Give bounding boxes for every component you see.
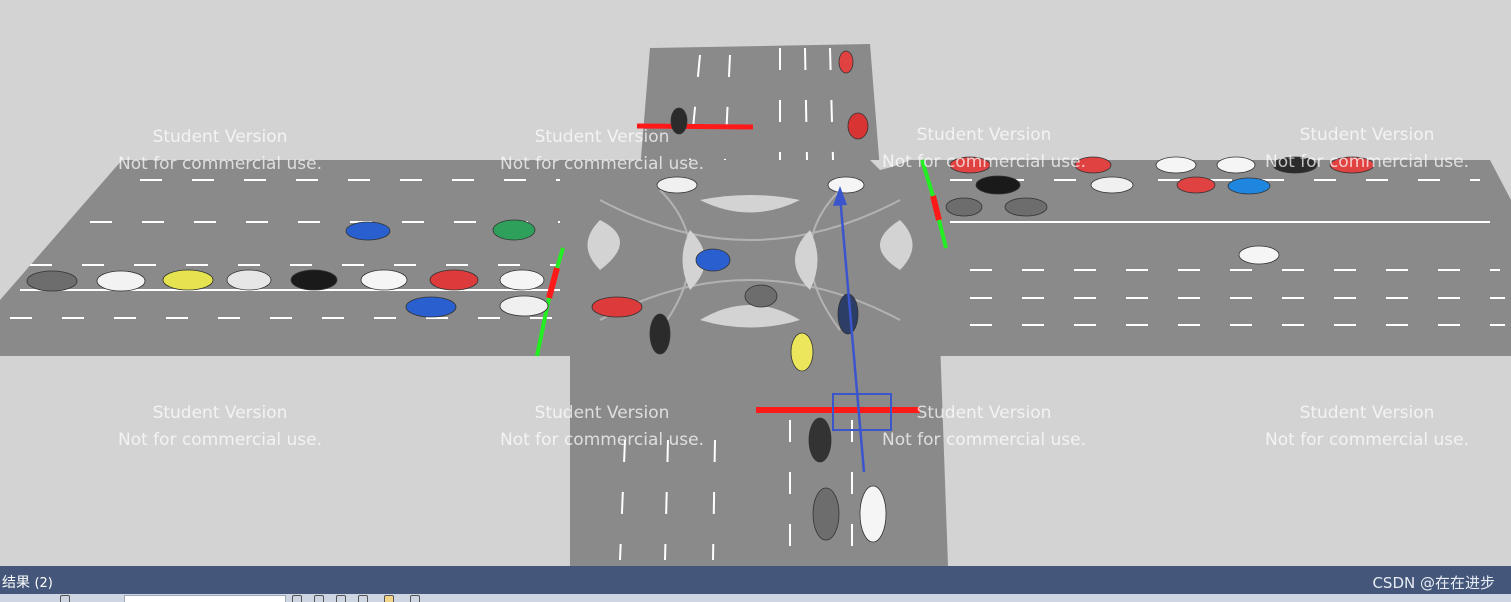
car xyxy=(162,269,214,291)
results-toolbar xyxy=(0,594,1511,602)
car xyxy=(226,269,272,291)
toolbar-icon[interactable] xyxy=(358,595,368,602)
car xyxy=(26,270,78,292)
car xyxy=(1227,177,1271,195)
car xyxy=(1238,245,1280,265)
turn-lane-paths xyxy=(599,189,901,331)
car xyxy=(649,313,671,355)
car xyxy=(695,248,731,272)
car xyxy=(1155,156,1197,174)
toolbar-icon[interactable] xyxy=(384,595,394,602)
junction-islands xyxy=(587,160,913,328)
path-arrow-line xyxy=(838,195,866,473)
east-signal-red xyxy=(930,195,942,221)
car xyxy=(859,485,887,543)
car xyxy=(1329,156,1375,174)
toolbar-search-input[interactable] xyxy=(124,595,286,602)
car xyxy=(670,107,688,135)
results-title-label: 结果 xyxy=(2,575,30,591)
toolbar-icon[interactable] xyxy=(292,595,302,602)
car xyxy=(1272,156,1318,174)
car xyxy=(492,219,536,241)
car xyxy=(1176,176,1216,194)
west-signal-red xyxy=(546,267,560,299)
toolbar-icon[interactable] xyxy=(336,595,346,602)
path-arrowhead-icon xyxy=(833,186,847,206)
results-panel-header[interactable]: 结果 (2) CSDN @在在进步 xyxy=(0,566,1511,594)
car xyxy=(345,221,391,241)
car xyxy=(499,269,545,291)
car xyxy=(499,295,549,317)
car xyxy=(1216,156,1256,174)
car xyxy=(96,270,146,292)
east-signal-green-lower xyxy=(937,219,948,249)
car xyxy=(656,176,698,194)
csdn-credit: CSDN @在在进步 xyxy=(1372,574,1495,592)
car xyxy=(405,296,457,318)
car xyxy=(808,417,832,463)
selection-overlay[interactable] xyxy=(832,186,892,473)
car xyxy=(827,176,865,194)
car xyxy=(812,487,840,541)
car xyxy=(838,50,854,74)
car xyxy=(847,112,869,140)
car xyxy=(949,156,991,174)
car xyxy=(744,284,778,308)
car xyxy=(945,197,983,217)
car xyxy=(1090,176,1134,194)
car xyxy=(1074,156,1112,174)
results-panel-title[interactable]: 结果 (2) xyxy=(2,572,53,592)
car xyxy=(790,332,814,372)
east-signal-green-upper xyxy=(920,159,935,197)
car xyxy=(360,269,408,291)
car xyxy=(1004,197,1048,217)
west-signal-green-upper xyxy=(555,247,565,269)
toolbar-icon[interactable] xyxy=(60,595,70,602)
car xyxy=(429,269,479,291)
car xyxy=(591,296,643,318)
car xyxy=(975,175,1021,195)
selection-box[interactable] xyxy=(832,393,892,431)
toolbar-icon[interactable] xyxy=(410,595,420,602)
north-signal-bar xyxy=(636,123,754,130)
vehicles xyxy=(26,50,1375,543)
intersection-scene xyxy=(0,44,1511,566)
toolbar-icon[interactable] xyxy=(314,595,324,602)
car xyxy=(290,269,338,291)
results-count: (2) xyxy=(34,576,53,591)
